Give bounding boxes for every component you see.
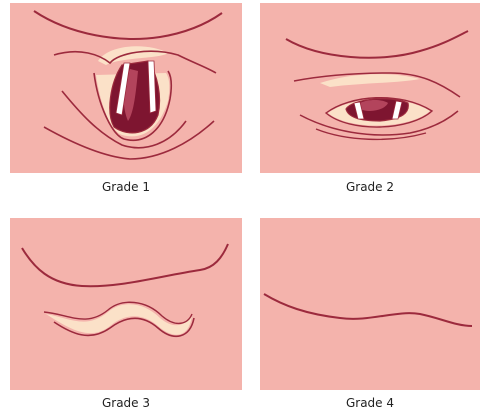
grade-2-illustration <box>260 3 480 173</box>
grade-2-label: Grade 2 <box>250 180 484 194</box>
grade-4-label: Grade 4 <box>250 396 484 410</box>
grade-3-label: Grade 3 <box>6 396 246 410</box>
grade-3-illustration <box>10 218 242 390</box>
grade-3-panel <box>10 218 242 390</box>
grade-2-panel <box>260 3 480 173</box>
grade-1-panel <box>10 3 242 173</box>
grade-1-label: Grade 1 <box>6 180 246 194</box>
grade-4-illustration <box>260 218 480 390</box>
grade-4-panel <box>260 218 480 390</box>
grade-1-illustration <box>10 3 242 173</box>
